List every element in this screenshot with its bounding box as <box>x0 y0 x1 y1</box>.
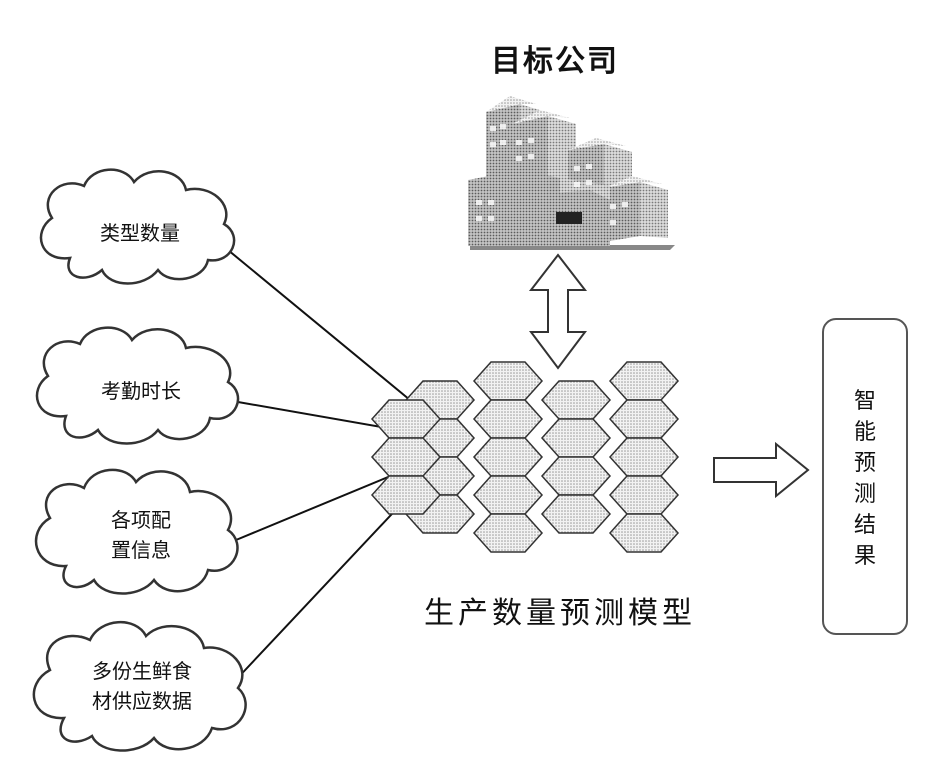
cloud-label-line: 材供应数据 <box>46 686 238 716</box>
hexagon-cell <box>474 476 542 514</box>
right-arrow-icon <box>714 444 808 496</box>
window <box>622 202 628 207</box>
window <box>586 180 592 185</box>
cloud-label-config: 各项配 置信息 <box>56 505 226 565</box>
model-label: 生产数量预测模型 <box>395 588 725 632</box>
window <box>516 156 522 161</box>
window <box>500 124 506 129</box>
right-arrow-shape <box>714 444 808 496</box>
cloud-label-line: 置信息 <box>56 535 226 565</box>
double-arrow-shape <box>531 255 585 368</box>
hexagon-cell <box>474 438 542 476</box>
window <box>490 126 496 131</box>
hexagon-cell <box>610 438 678 476</box>
window <box>476 216 482 221</box>
hexagon-cell <box>610 362 678 400</box>
result-char: 能 <box>824 417 906 448</box>
window <box>574 166 580 171</box>
hexagon-cell <box>542 457 610 495</box>
hexagon-grid <box>372 362 678 552</box>
hexagon-cell <box>610 476 678 514</box>
hexagon-cell <box>542 381 610 419</box>
cloud-label-attendance: 考勤时长 <box>56 376 226 406</box>
target-company-title: 目标公司 <box>470 36 640 80</box>
window <box>610 204 616 209</box>
hexagon-cell <box>610 514 678 552</box>
connector-line <box>232 500 405 684</box>
result-box: 智能预测结果 <box>822 318 908 635</box>
window <box>488 216 494 221</box>
hexagon-cell <box>474 362 542 400</box>
cloud-label-type-quantity: 类型数量 <box>60 218 220 248</box>
building-icon <box>468 96 675 250</box>
building-entrance <box>556 212 582 224</box>
window <box>610 220 616 225</box>
cloud-label-line: 各项配 <box>56 505 226 535</box>
window <box>488 200 494 205</box>
window <box>516 140 522 145</box>
building-block <box>640 182 668 238</box>
connector-line <box>228 250 410 400</box>
window <box>476 200 482 205</box>
window <box>574 182 580 187</box>
window <box>586 164 592 169</box>
hexagon-cell <box>542 419 610 457</box>
result-char: 结 <box>824 510 906 541</box>
window <box>490 142 496 147</box>
cloud-label-line: 类型数量 <box>60 218 220 248</box>
result-char: 预 <box>824 448 906 479</box>
result-char: 测 <box>824 479 906 510</box>
result-char: 智 <box>824 386 906 417</box>
window <box>500 140 506 145</box>
hexagon-cell <box>542 495 610 533</box>
result-label: 智能预测结果 <box>824 386 906 572</box>
result-char: 果 <box>824 541 906 572</box>
cloud-label-line: 多份生鲜食 <box>46 656 238 686</box>
window <box>528 138 534 143</box>
connector-line <box>236 470 405 540</box>
cloud-label-line: 考勤时长 <box>56 376 226 406</box>
hexagon-cell <box>474 400 542 438</box>
hexagon-cell <box>610 400 678 438</box>
hexagon-cell <box>474 514 542 552</box>
window <box>528 154 534 159</box>
double-arrow-icon <box>531 255 585 368</box>
cloud-label-fresh-food: 多份生鲜食 材供应数据 <box>46 656 238 716</box>
